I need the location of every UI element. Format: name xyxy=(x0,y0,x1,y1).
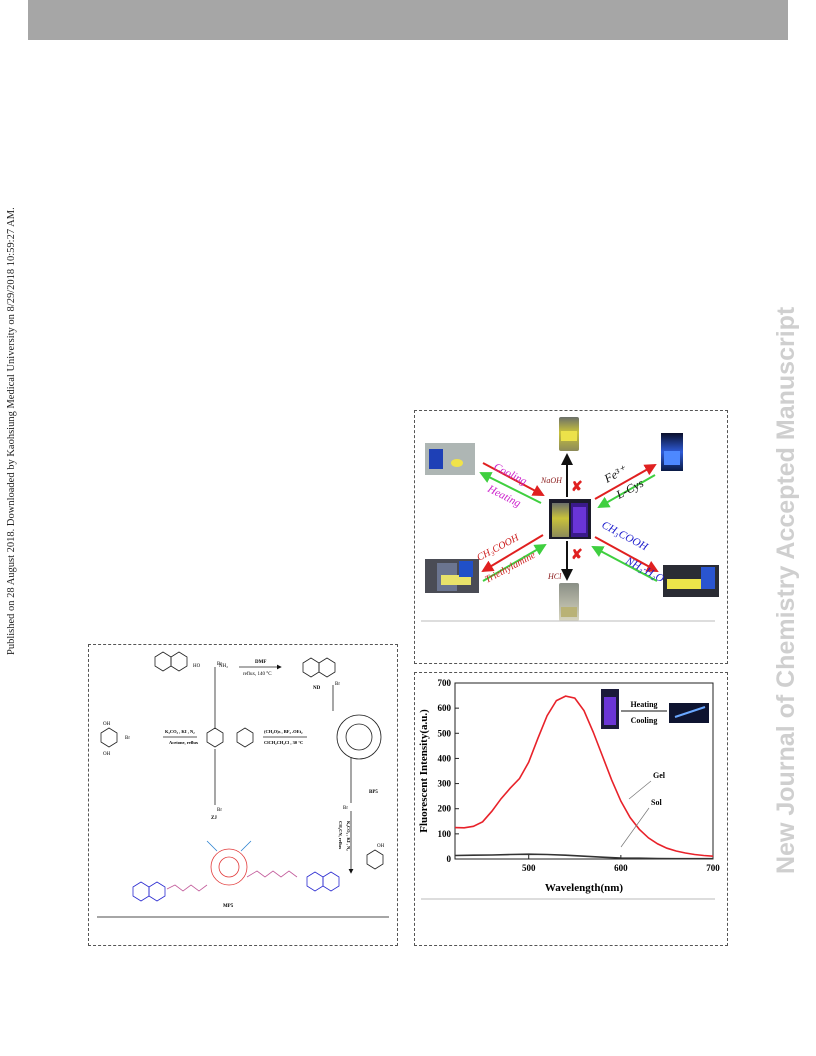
bp5-br-top: Br xyxy=(335,682,340,687)
y-tick-label: 100 xyxy=(438,829,452,839)
publication-note-text: Published on 28 August 2018. Downloaded … xyxy=(6,207,17,655)
dibromide-br: Br xyxy=(125,736,130,741)
y-axis-label: Fluorescent Intensity(a.u.) xyxy=(418,709,430,833)
inset-gel-photo xyxy=(669,703,709,723)
y-tick-label: 0 xyxy=(447,854,452,864)
blocked-mark-down: ✘ xyxy=(571,548,583,563)
step1-reactant: HO xyxy=(193,664,201,669)
catechol-structure xyxy=(101,728,117,747)
x-tick-label: 600 xyxy=(614,863,628,873)
inset-cooling: Cooling xyxy=(631,716,658,725)
step1-reagents-bottom: reflux, 140 °C xyxy=(243,672,272,677)
series-line-sol xyxy=(455,854,713,859)
vial-photo-top-right xyxy=(661,433,683,471)
publication-note: Published on 28 August 2018. Downloaded … xyxy=(2,195,22,655)
step2-reagents-bottom: Acetone, reflux xyxy=(169,740,199,745)
y-tick-label: 400 xyxy=(438,753,452,763)
fluorescence-figure: 0 100 200 300 400 500 600 700 500 600 700 Waveleng… xyxy=(414,672,728,946)
vial-photo-bottom-right xyxy=(663,565,719,597)
svg-text:✘: ✘ xyxy=(571,548,583,563)
top-vial xyxy=(559,417,579,451)
bp5-br-bottom: Br xyxy=(343,806,348,811)
vial-photo-top-left xyxy=(425,443,475,475)
synthesis-svg: HO NH₂ DMF reflux, 140 °C ND OH OH Br K₂… xyxy=(89,645,397,945)
x-axis-label: Wavelength(nm) xyxy=(545,882,624,894)
watermark: New Journal of Chemistry Accepted Manusc… xyxy=(768,178,808,878)
mp5-structure xyxy=(133,841,339,901)
bp5-label: BP5 xyxy=(369,790,378,795)
step4-oh: OH xyxy=(377,844,385,849)
nd-label: ND xyxy=(313,686,321,691)
dimethoxybenzene-structure xyxy=(237,728,253,747)
blocked-mark-up: ✘ xyxy=(571,480,583,495)
vial-photo-bottom-left xyxy=(425,559,479,593)
x-tick-label: 500 xyxy=(522,863,536,873)
mp5-label: MP5 xyxy=(223,904,234,909)
series-label-gel: Gel xyxy=(653,771,666,780)
label-ammonia: NH₃·H₂O xyxy=(623,555,666,586)
y-tick-label: 200 xyxy=(438,804,452,814)
y-tick-label: 700 xyxy=(438,678,452,688)
inset-vial xyxy=(601,689,619,729)
zj-structure xyxy=(207,667,223,805)
switch-figure-svg: ✘ ✘ NaOH HCl Cooling Heating Fe³⁺ L-Cys … xyxy=(415,411,727,663)
y-tick-label: 300 xyxy=(438,779,452,789)
catechol-oh-top: OH xyxy=(103,722,111,727)
step2-reagents-top: K₂CO₃ , KI , N₂ xyxy=(165,729,195,734)
inset-heating: Heating xyxy=(630,700,657,709)
step3-reagents-top: (CH₂O)ₙ , BF₃ .OEt₂ xyxy=(264,729,303,734)
label-acetic-right: CH₃COOH xyxy=(600,519,651,554)
label-naoh: NaOH xyxy=(540,476,563,485)
step4-solvent: CH₃CN, reflux xyxy=(338,821,343,850)
nd-structure xyxy=(303,658,335,677)
synthesis-figure: HO NH₂ DMF reflux, 140 °C ND OH OH Br K₂… xyxy=(88,644,398,946)
bottom-vial xyxy=(559,583,579,621)
anhydride-structure xyxy=(155,652,187,671)
y-tick-label: 600 xyxy=(438,703,452,713)
bp5-structure xyxy=(333,685,381,803)
zj-label: ZJ xyxy=(211,816,217,821)
catechol-oh-bottom: OH xyxy=(103,752,111,757)
series-label-sol: Sol xyxy=(651,798,662,807)
gel-pointer xyxy=(629,781,651,799)
x-tick-label: 700 xyxy=(706,863,720,873)
label-heating: Heating xyxy=(485,483,523,510)
switch-figure: ✘ ✘ NaOH HCl Cooling Heating Fe³⁺ L-Cys … xyxy=(414,410,728,664)
label-hcl: HCl xyxy=(547,572,562,581)
svg-text:✘: ✘ xyxy=(571,480,583,495)
step1-reagents-top: DMF xyxy=(255,660,266,665)
sol-pointer xyxy=(621,808,649,847)
watermark-text: New Journal of Chemistry Accepted Manusc… xyxy=(772,307,801,874)
center-vials xyxy=(549,499,591,539)
label-cooling: Cooling xyxy=(492,461,529,488)
y-tick-label: 500 xyxy=(438,728,452,738)
header-bar xyxy=(28,0,788,40)
fluorescence-chart: 0 100 200 300 400 500 600 700 500 600 700 Waveleng… xyxy=(415,673,727,945)
zj-br-top: Br xyxy=(217,662,222,667)
step3-reagents-bottom: ClCH₂CH₂Cl , 30 °C xyxy=(264,740,303,745)
zj-br-bottom: Br xyxy=(217,808,222,813)
step4-reagents: K₂CO₃ , KI , N₂ xyxy=(346,821,351,851)
